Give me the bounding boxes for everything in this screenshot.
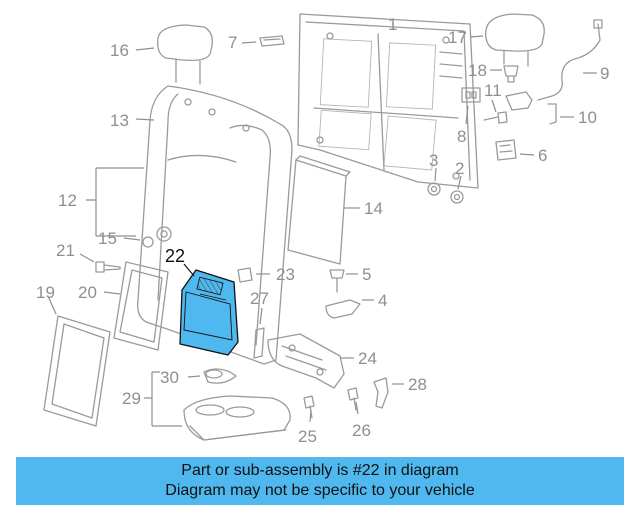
callout-1: 1 xyxy=(388,15,397,34)
callout-17: 17 xyxy=(448,28,467,47)
callout-30: 30 xyxy=(160,368,179,387)
callout-4: 4 xyxy=(378,291,387,310)
part-17-headrest[interactable] xyxy=(485,13,545,67)
part-30-cupholder-insert[interactable] xyxy=(203,368,237,384)
part-9-release-cable[interactable] xyxy=(537,19,603,101)
part-26-bolt[interactable] xyxy=(347,387,359,411)
callout-28: 28 xyxy=(408,375,427,394)
part-6-striker[interactable] xyxy=(495,139,517,161)
callout-3: 3 xyxy=(429,151,438,170)
callout-12: 12 xyxy=(58,191,77,210)
part-27-hinge[interactable] xyxy=(253,327,265,359)
part-2-bolt[interactable] xyxy=(450,190,464,204)
part-23-plug[interactable] xyxy=(237,267,253,283)
part-21-screw[interactable] xyxy=(95,261,121,273)
part-20-frame[interactable] xyxy=(113,261,169,351)
callout-15: 15 xyxy=(98,229,117,248)
callout-22: 22 xyxy=(165,246,185,266)
part-11-bolt[interactable] xyxy=(483,111,508,124)
part-10-latch[interactable] xyxy=(505,91,557,125)
callout-26: 26 xyxy=(352,421,371,440)
part-14-pad[interactable] xyxy=(287,155,351,265)
callout-5: 5 xyxy=(362,265,371,284)
callout-23: 23 xyxy=(276,265,295,284)
callout-14: 14 xyxy=(364,199,383,218)
part-4-bracket[interactable] xyxy=(325,299,361,319)
callout-16: 16 xyxy=(110,41,129,60)
part-24-armrest-bracket[interactable] xyxy=(267,333,345,389)
part-25-bolt[interactable] xyxy=(303,395,315,419)
part-1-seatback-frame[interactable] xyxy=(297,13,479,189)
callout-27: 27 xyxy=(250,289,269,308)
part-8-bracket[interactable] xyxy=(461,87,481,103)
banner-line-disclaimer: Diagram may not be specific to your vehi… xyxy=(165,482,475,499)
callout-13: 13 xyxy=(110,111,129,130)
callout-2: 2 xyxy=(455,159,464,178)
part-3-nut[interactable] xyxy=(427,182,441,196)
callout-8: 8 xyxy=(457,127,466,146)
part-19-side-panel[interactable] xyxy=(43,315,111,427)
exploded-parts-diagram: 1 2 3 16 7 17 9 18 11 xyxy=(36,13,609,446)
callout-11: 11 xyxy=(484,81,502,100)
part-7-clip[interactable] xyxy=(259,35,285,47)
callout-12-leader xyxy=(86,167,144,237)
callout-29: 29 xyxy=(122,389,141,408)
part-16-headrest[interactable] xyxy=(157,24,213,85)
info-banner: Part or sub-assembly is #22 in diagram D… xyxy=(16,457,624,505)
part-29-armrest[interactable] xyxy=(183,395,291,441)
callout-20: 20 xyxy=(78,283,97,302)
callout-9: 9 xyxy=(600,64,609,83)
part-22-trim-panel-highlighted[interactable] xyxy=(179,269,239,356)
callout-25: 25 xyxy=(298,427,317,446)
callout-6: 6 xyxy=(538,146,547,165)
callout-10: 10 xyxy=(578,108,597,127)
part-18-headrest-guide[interactable] xyxy=(503,65,519,83)
callout-19: 19 xyxy=(36,283,55,302)
banner-line-part: Part or sub-assembly is #22 in diagram xyxy=(181,462,459,479)
part-13-seatback-cover[interactable] xyxy=(137,85,293,365)
part-15-grommet[interactable] xyxy=(142,226,172,248)
part-5-bolt[interactable] xyxy=(329,269,345,293)
callout-21: 21 xyxy=(56,241,75,260)
part-28-bracket[interactable] xyxy=(373,377,389,409)
callout-24: 24 xyxy=(358,349,377,368)
callout-18: 18 xyxy=(468,61,487,80)
callout-7: 7 xyxy=(228,33,237,52)
